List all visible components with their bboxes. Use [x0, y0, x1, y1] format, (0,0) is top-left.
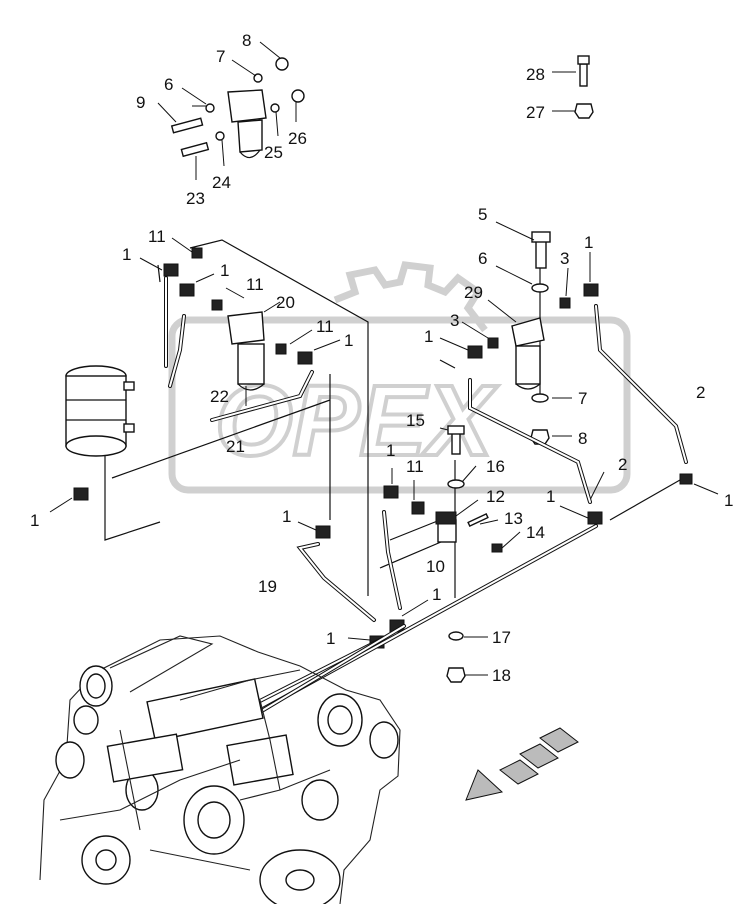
callout-1: 1 — [326, 629, 335, 648]
callout-25: 25 — [264, 143, 283, 162]
callout-1: 1 — [282, 507, 291, 526]
callout-1: 1 — [724, 491, 733, 510]
callout-11: 11 — [316, 317, 334, 336]
callout-3: 3 — [560, 249, 569, 268]
callout-1: 1 — [386, 441, 395, 460]
callout-11: 11 — [148, 227, 166, 246]
callout-15: 15 — [406, 411, 425, 430]
callout-3: 3 — [450, 311, 459, 330]
callout-5: 5 — [478, 205, 487, 224]
callout-1: 1 — [584, 233, 593, 252]
callout-27: 27 — [526, 103, 545, 122]
callout-23: 23 — [186, 189, 205, 208]
callout-28: 28 — [526, 65, 545, 84]
callout-9: 9 — [136, 93, 145, 112]
callout-14: 14 — [526, 523, 545, 542]
air-tank — [49, 365, 135, 513]
callout-1: 1 — [30, 511, 39, 530]
callout-11: 11 — [246, 275, 264, 294]
callout-18: 18 — [492, 666, 511, 685]
fuel-filter-left — [139, 237, 341, 406]
callout-20: 20 — [276, 293, 295, 312]
direction-arrow-icon — [465, 727, 579, 801]
valve-group-center — [297, 425, 719, 683]
callout-1: 1 — [424, 327, 433, 346]
callout-24: 24 — [212, 173, 231, 192]
callout-11: 11 — [406, 457, 424, 476]
callout-6: 6 — [164, 75, 173, 94]
callout-29: 29 — [464, 283, 483, 302]
callout-12: 12 — [486, 487, 505, 506]
bolt-and-nut-detail — [552, 55, 594, 119]
callout-1: 1 — [220, 261, 229, 280]
callout-26: 26 — [288, 129, 307, 148]
callout-labels: 8 7 6 9 26 25 24 23 28 27 11 1 1 11 20 1… — [30, 31, 733, 685]
callout-1: 1 — [546, 487, 555, 506]
callout-22: 22 — [210, 387, 229, 406]
callout-13: 13 — [504, 509, 523, 528]
callout-17: 17 — [492, 628, 511, 647]
callout-8: 8 — [578, 429, 587, 448]
callout-7: 7 — [578, 389, 587, 408]
callout-8: 8 — [242, 31, 251, 50]
callout-1: 1 — [122, 245, 131, 264]
callout-10: 10 — [426, 557, 445, 576]
callout-19: 19 — [258, 577, 277, 596]
fuel-pipes — [164, 276, 688, 718]
callout-1: 1 — [432, 585, 441, 604]
callout-16: 16 — [486, 457, 505, 476]
filter-head-detail — [157, 41, 305, 180]
callout-1: 1 — [344, 331, 353, 350]
engine-block — [39, 635, 401, 904]
callout-7: 7 — [216, 47, 225, 66]
callout-2: 2 — [618, 455, 627, 474]
callout-2: 2 — [696, 383, 705, 402]
callout-6: 6 — [478, 249, 487, 268]
callout-21: 21 — [226, 437, 245, 456]
